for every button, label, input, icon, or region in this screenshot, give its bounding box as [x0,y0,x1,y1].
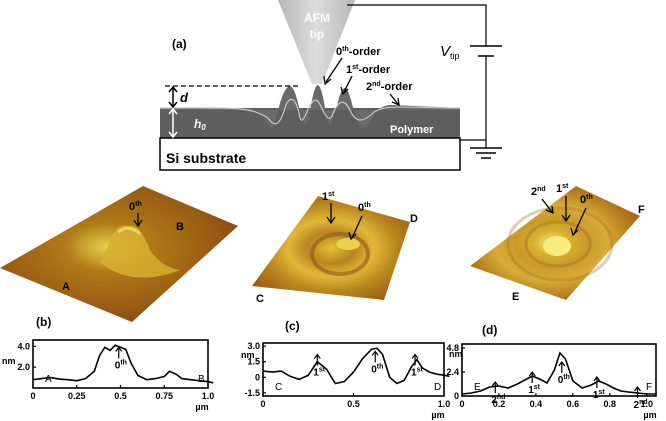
afm-image-1-peak [100,225,180,278]
afm-3-corner-left: E [512,291,519,303]
polymer-ripple-highlight [159,98,461,125]
polymer-layer [160,108,460,138]
afm-tip-shape [278,0,355,84]
afm-2-annotation-1st: 1st [322,191,335,203]
afm-1-corner-left: A [62,281,70,293]
circuit-wire [347,4,487,46]
afm-1-corner-right: B [176,221,184,233]
afm-2-corner-left: C [256,293,264,305]
d-label: d [180,90,189,105]
afm-3-annotation-1st: 1st [556,183,569,195]
afm-2-corner-right: D [410,213,418,225]
afm-tip-label-line2: tip [310,27,325,41]
afm-image-2 [252,196,410,300]
order-2-arrow [389,93,399,105]
order-1-label: 1st-order [346,64,391,76]
afm-image-3-center [543,236,571,256]
afm-1-annotation-0: 0th [129,201,142,213]
order-2-label: 2nd-order [366,81,413,93]
afm-3-annotation-0th: 0th [580,194,593,206]
order-0-arrow [325,57,343,83]
vtip-label: Vtip [440,43,460,61]
order-1-arrow [343,75,353,93]
substrate-label: Si substrate [166,150,246,166]
si-substrate [159,137,461,171]
h0-label: h0 [194,117,206,132]
afm-image-2-ring [310,232,370,276]
order-0-label: 0th-order [336,46,381,58]
polymer-label: Polymer [390,124,434,136]
afm-tip-label-line1: AFM [304,11,330,25]
afm-3-annotation-2nd: 2nd [531,186,546,198]
afm-3-corner-right: F [638,204,645,216]
panel-label-a: (a) [172,37,187,51]
afm-2-annotation-0th: 0th [358,202,371,214]
